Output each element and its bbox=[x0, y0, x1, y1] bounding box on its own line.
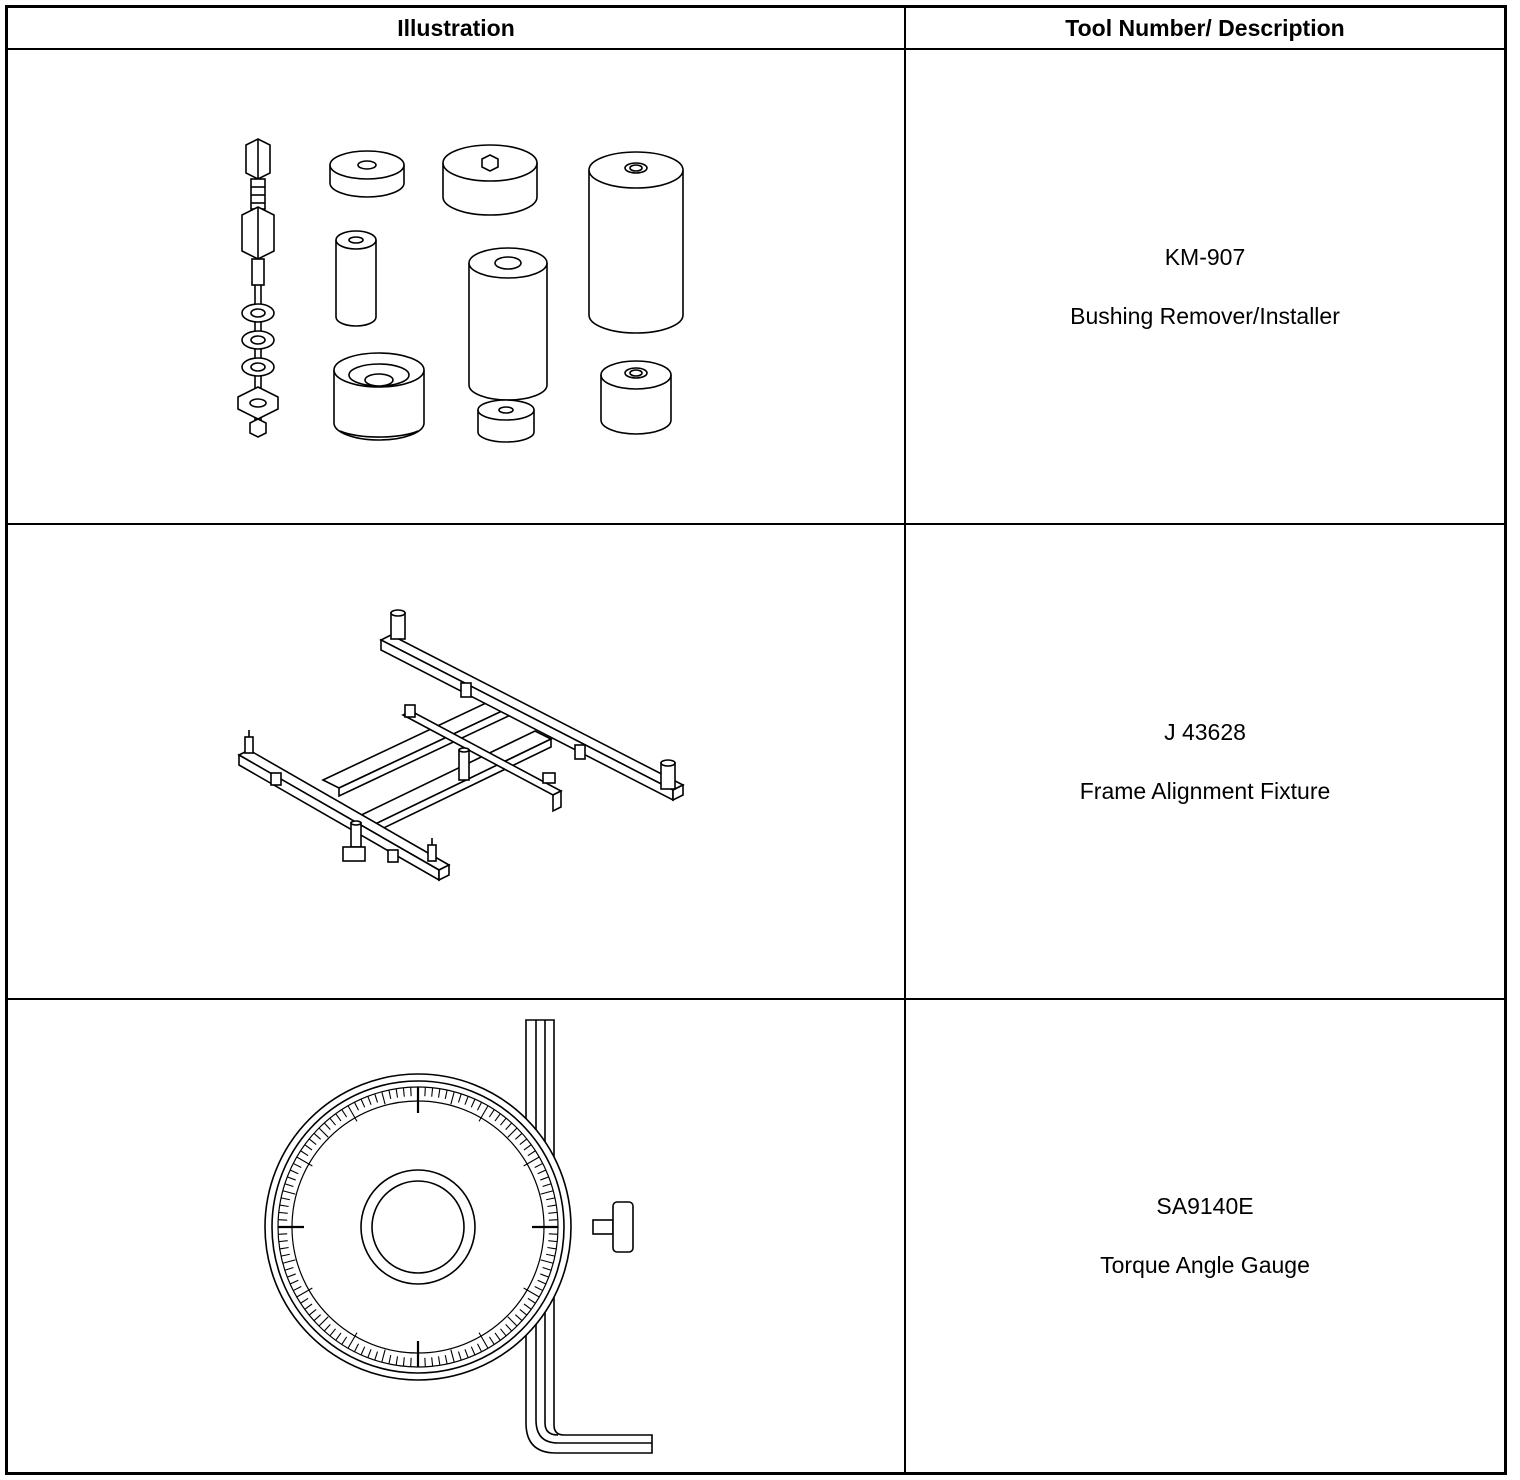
tool-description-cell: J 43628 Frame Alignment Fixture bbox=[906, 525, 1504, 998]
frame-alignment-fixture-illustration bbox=[237, 609, 685, 882]
tool-number: SA9140E bbox=[1156, 1193, 1254, 1219]
tool-description-cell: KM-907 Bushing Remover/Installer bbox=[906, 50, 1504, 523]
illustration-cell bbox=[8, 1000, 906, 1472]
table-row: SA9140E Torque Angle Gauge bbox=[8, 1000, 1504, 1472]
tool-number: J 43628 bbox=[1164, 718, 1246, 745]
tool-description-cell: SA9140E Torque Angle Gauge bbox=[906, 1000, 1504, 1472]
table-row: KM-907 Bushing Remover/Installer bbox=[8, 50, 1504, 525]
tool-description: Frame Alignment Fixture bbox=[1079, 777, 1331, 804]
illustration-cell bbox=[8, 50, 906, 523]
tool-description: Bushing Remover/Installer bbox=[1070, 302, 1340, 329]
tool-description: Torque Angle Gauge bbox=[1100, 1252, 1310, 1278]
illustration-header: Illustration bbox=[8, 8, 906, 48]
table-header-row: Illustration Tool Number/ Description bbox=[8, 8, 1504, 50]
table-row: J 43628 Frame Alignment Fixture bbox=[8, 525, 1504, 1000]
tool-header: Tool Number/ Description bbox=[1065, 14, 1345, 41]
illustration-cell bbox=[8, 525, 906, 998]
bushing-remover-installer-illustration bbox=[237, 138, 684, 443]
torque-angle-gauge-illustration bbox=[264, 1019, 653, 1454]
tool-number: KM-907 bbox=[1164, 243, 1246, 270]
tool-table: Illustration Tool Number/ Description bbox=[5, 5, 1507, 1475]
